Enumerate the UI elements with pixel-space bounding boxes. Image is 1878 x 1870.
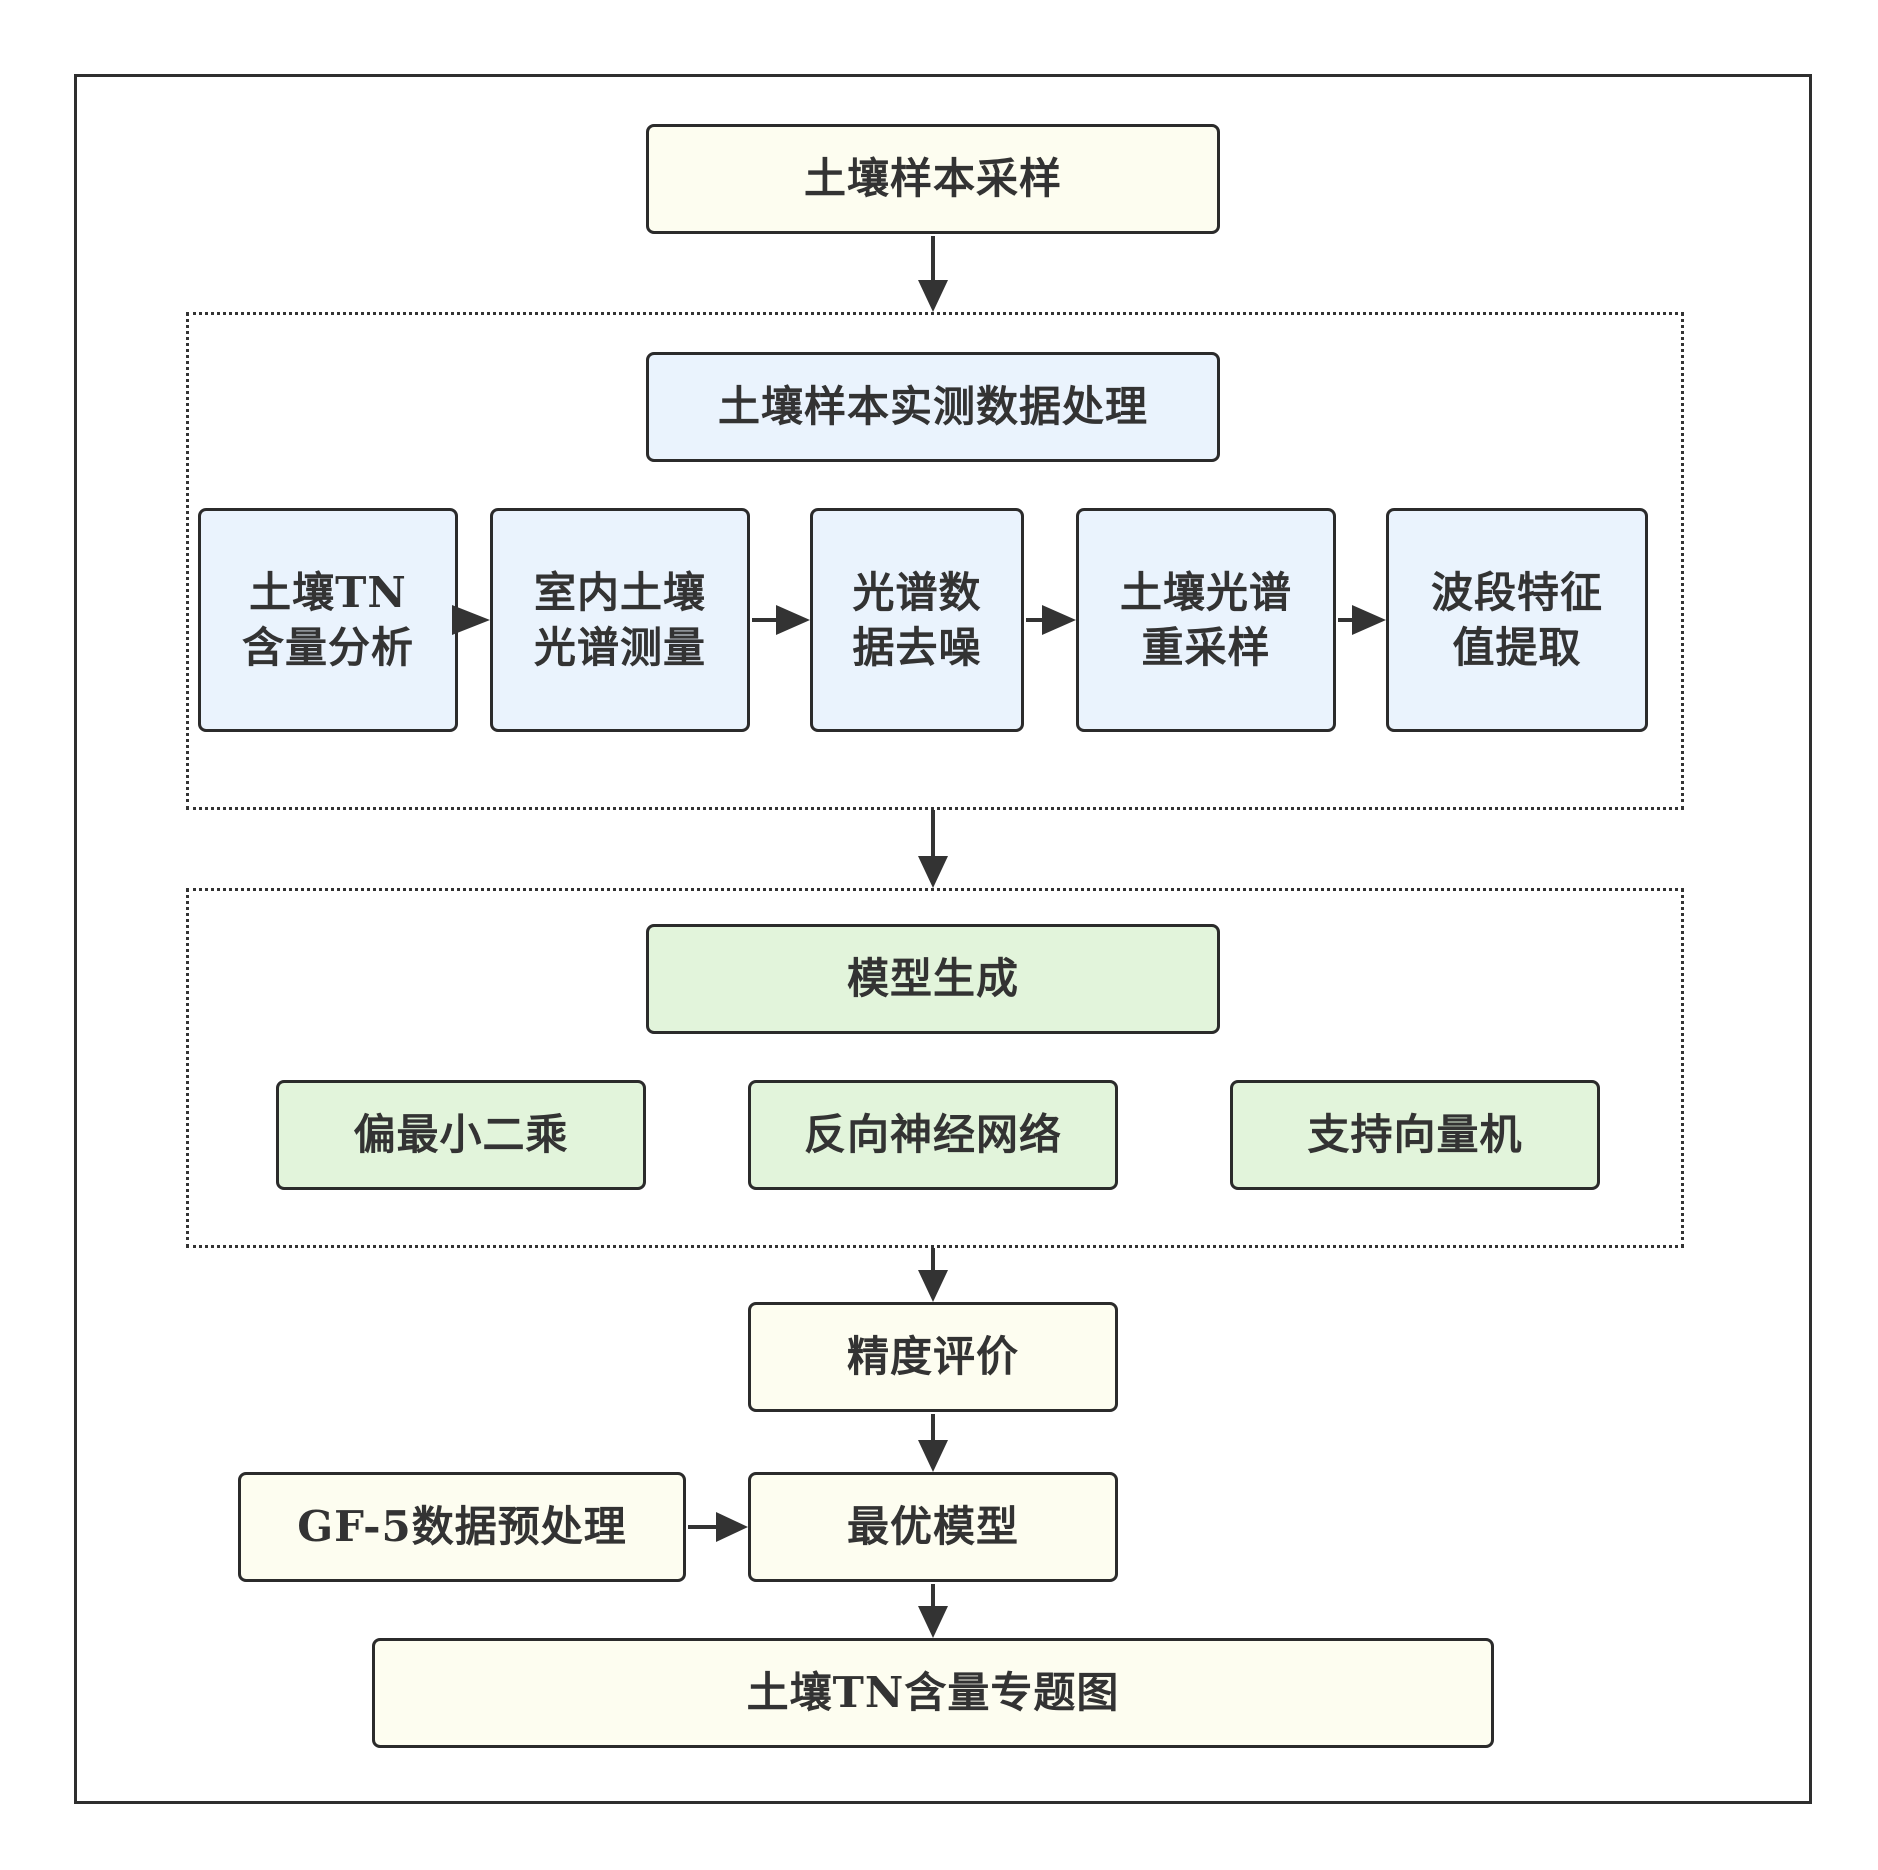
model-title-label: 模型生成 [846,954,1019,1004]
best-model-label: 最优模型 [846,1502,1019,1552]
step-feature-extraction: 波段特征 值提取 [1386,508,1648,732]
step-denoise: 光谱数 据去噪 [810,508,1024,732]
step-spectral-measurement-line2: 光谱测量 [533,623,706,672]
processing-title-node: 土壤样本实测数据处理 [646,352,1220,462]
step-spectral-measurement: 室内土壤 光谱测量 [490,508,750,732]
modeling-group [186,888,1684,1248]
model-title-node: 模型生成 [646,924,1220,1034]
step-feature-extraction-line1: 波段特征 [1430,567,1603,617]
model-pls: 偏最小二乘 [276,1080,646,1190]
model-bpnn: 反向神经网络 [748,1080,1118,1190]
step-tn-analysis-line1: 土壤TN [249,567,407,617]
step-denoise-line2: 据去噪 [852,623,982,672]
gf5-node: GF-5数据预处理 [238,1472,686,1582]
model-bpnn-label: 反向神经网络 [803,1110,1062,1160]
processing-title-label: 土壤样本实测数据处理 [717,382,1148,432]
sampling-node: 土壤样本采样 [646,124,1220,234]
step-tn-analysis-line2: 含量分析 [241,623,414,672]
step-spectral-measurement-line1: 室内土壤 [533,567,706,617]
step-denoise-line1: 光谱数 [852,567,982,617]
model-svm-label: 支持向量机 [1307,1110,1523,1160]
sampling-label: 土壤样本采样 [803,154,1062,204]
evaluation-node: 精度评价 [748,1302,1118,1412]
step-resample-line1: 土壤光谱 [1119,567,1292,617]
step-resample-line2: 重采样 [1141,623,1271,672]
step-feature-extraction-line2: 值提取 [1452,623,1582,672]
outer-frame [74,74,1812,1804]
evaluation-label: 精度评价 [846,1332,1019,1382]
best-model-node: 最优模型 [748,1472,1118,1582]
model-pls-label: 偏最小二乘 [353,1110,569,1160]
gf5-label: GF-5数据预处理 [297,1502,627,1552]
model-svm: 支持向量机 [1230,1080,1600,1190]
output-node: 土壤TN含量专题图 [372,1638,1494,1748]
step-resample: 土壤光谱 重采样 [1076,508,1336,732]
output-label: 土壤TN含量专题图 [746,1668,1120,1718]
processing-group [186,312,1684,810]
step-tn-analysis: 土壤TN 含量分析 [198,508,458,732]
